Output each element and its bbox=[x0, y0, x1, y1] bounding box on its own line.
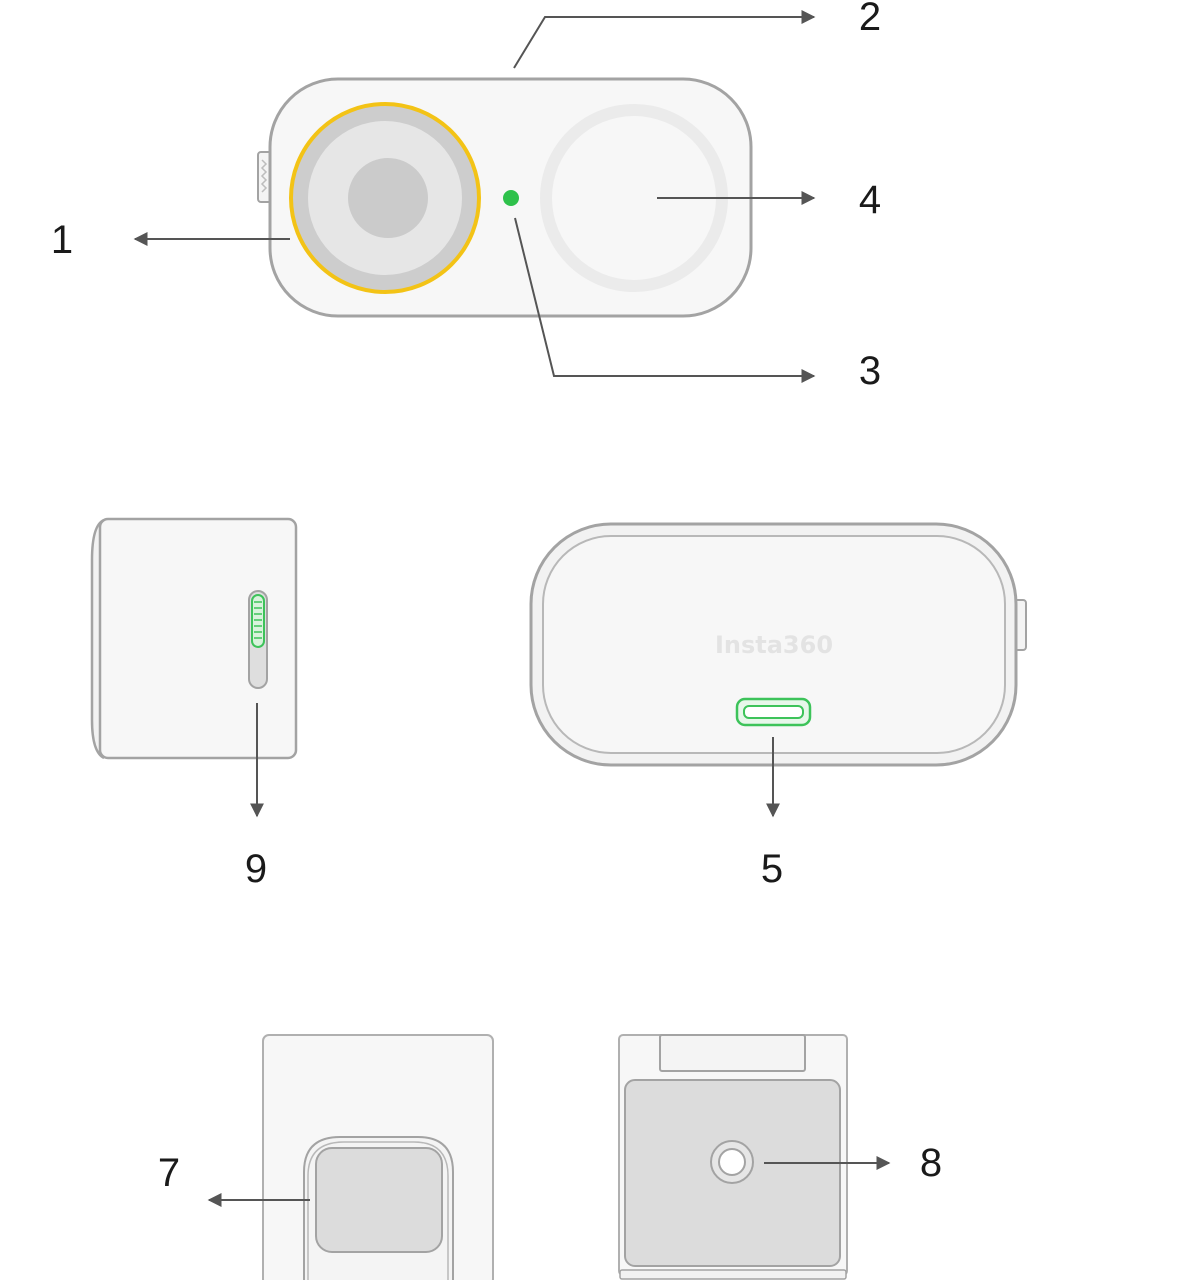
side-button-ridges bbox=[260, 159, 268, 193]
device-bottom-view-right bbox=[618, 1034, 848, 1280]
status-led bbox=[503, 190, 519, 206]
callout-7: 7 bbox=[158, 1151, 180, 1195]
callout-9: 9 bbox=[245, 847, 267, 891]
callout-3: 3 bbox=[859, 349, 881, 393]
usb-c-port-inner bbox=[743, 705, 804, 719]
bottom-right-base-strip bbox=[619, 1269, 847, 1280]
side-view-body bbox=[98, 517, 298, 760]
right-disc bbox=[552, 116, 716, 280]
callout-4: 4 bbox=[859, 178, 881, 222]
device-front-view bbox=[257, 77, 753, 318]
tripod-mount-hole bbox=[718, 1148, 746, 1176]
brand-logo: Insta360 bbox=[715, 631, 833, 659]
device-back-view: Insta360 bbox=[529, 522, 1027, 767]
leader-line-3 bbox=[514, 217, 816, 383]
leader-line-2 bbox=[513, 10, 816, 69]
bottom-left-pad bbox=[315, 1147, 443, 1253]
device-side-view bbox=[90, 517, 298, 760]
side-slider-grip bbox=[254, 601, 262, 639]
bottom-left-recess-inner bbox=[307, 1141, 449, 1280]
callout-2: 2 bbox=[859, 0, 881, 39]
side-slider-knob bbox=[251, 594, 265, 648]
callout-8: 8 bbox=[920, 1141, 942, 1185]
callout-5: 5 bbox=[761, 847, 783, 891]
device-bottom-view-left bbox=[262, 1034, 494, 1280]
dial-center bbox=[348, 158, 428, 238]
callout-1: 1 bbox=[51, 218, 73, 262]
bottom-right-top-clip bbox=[659, 1034, 806, 1072]
